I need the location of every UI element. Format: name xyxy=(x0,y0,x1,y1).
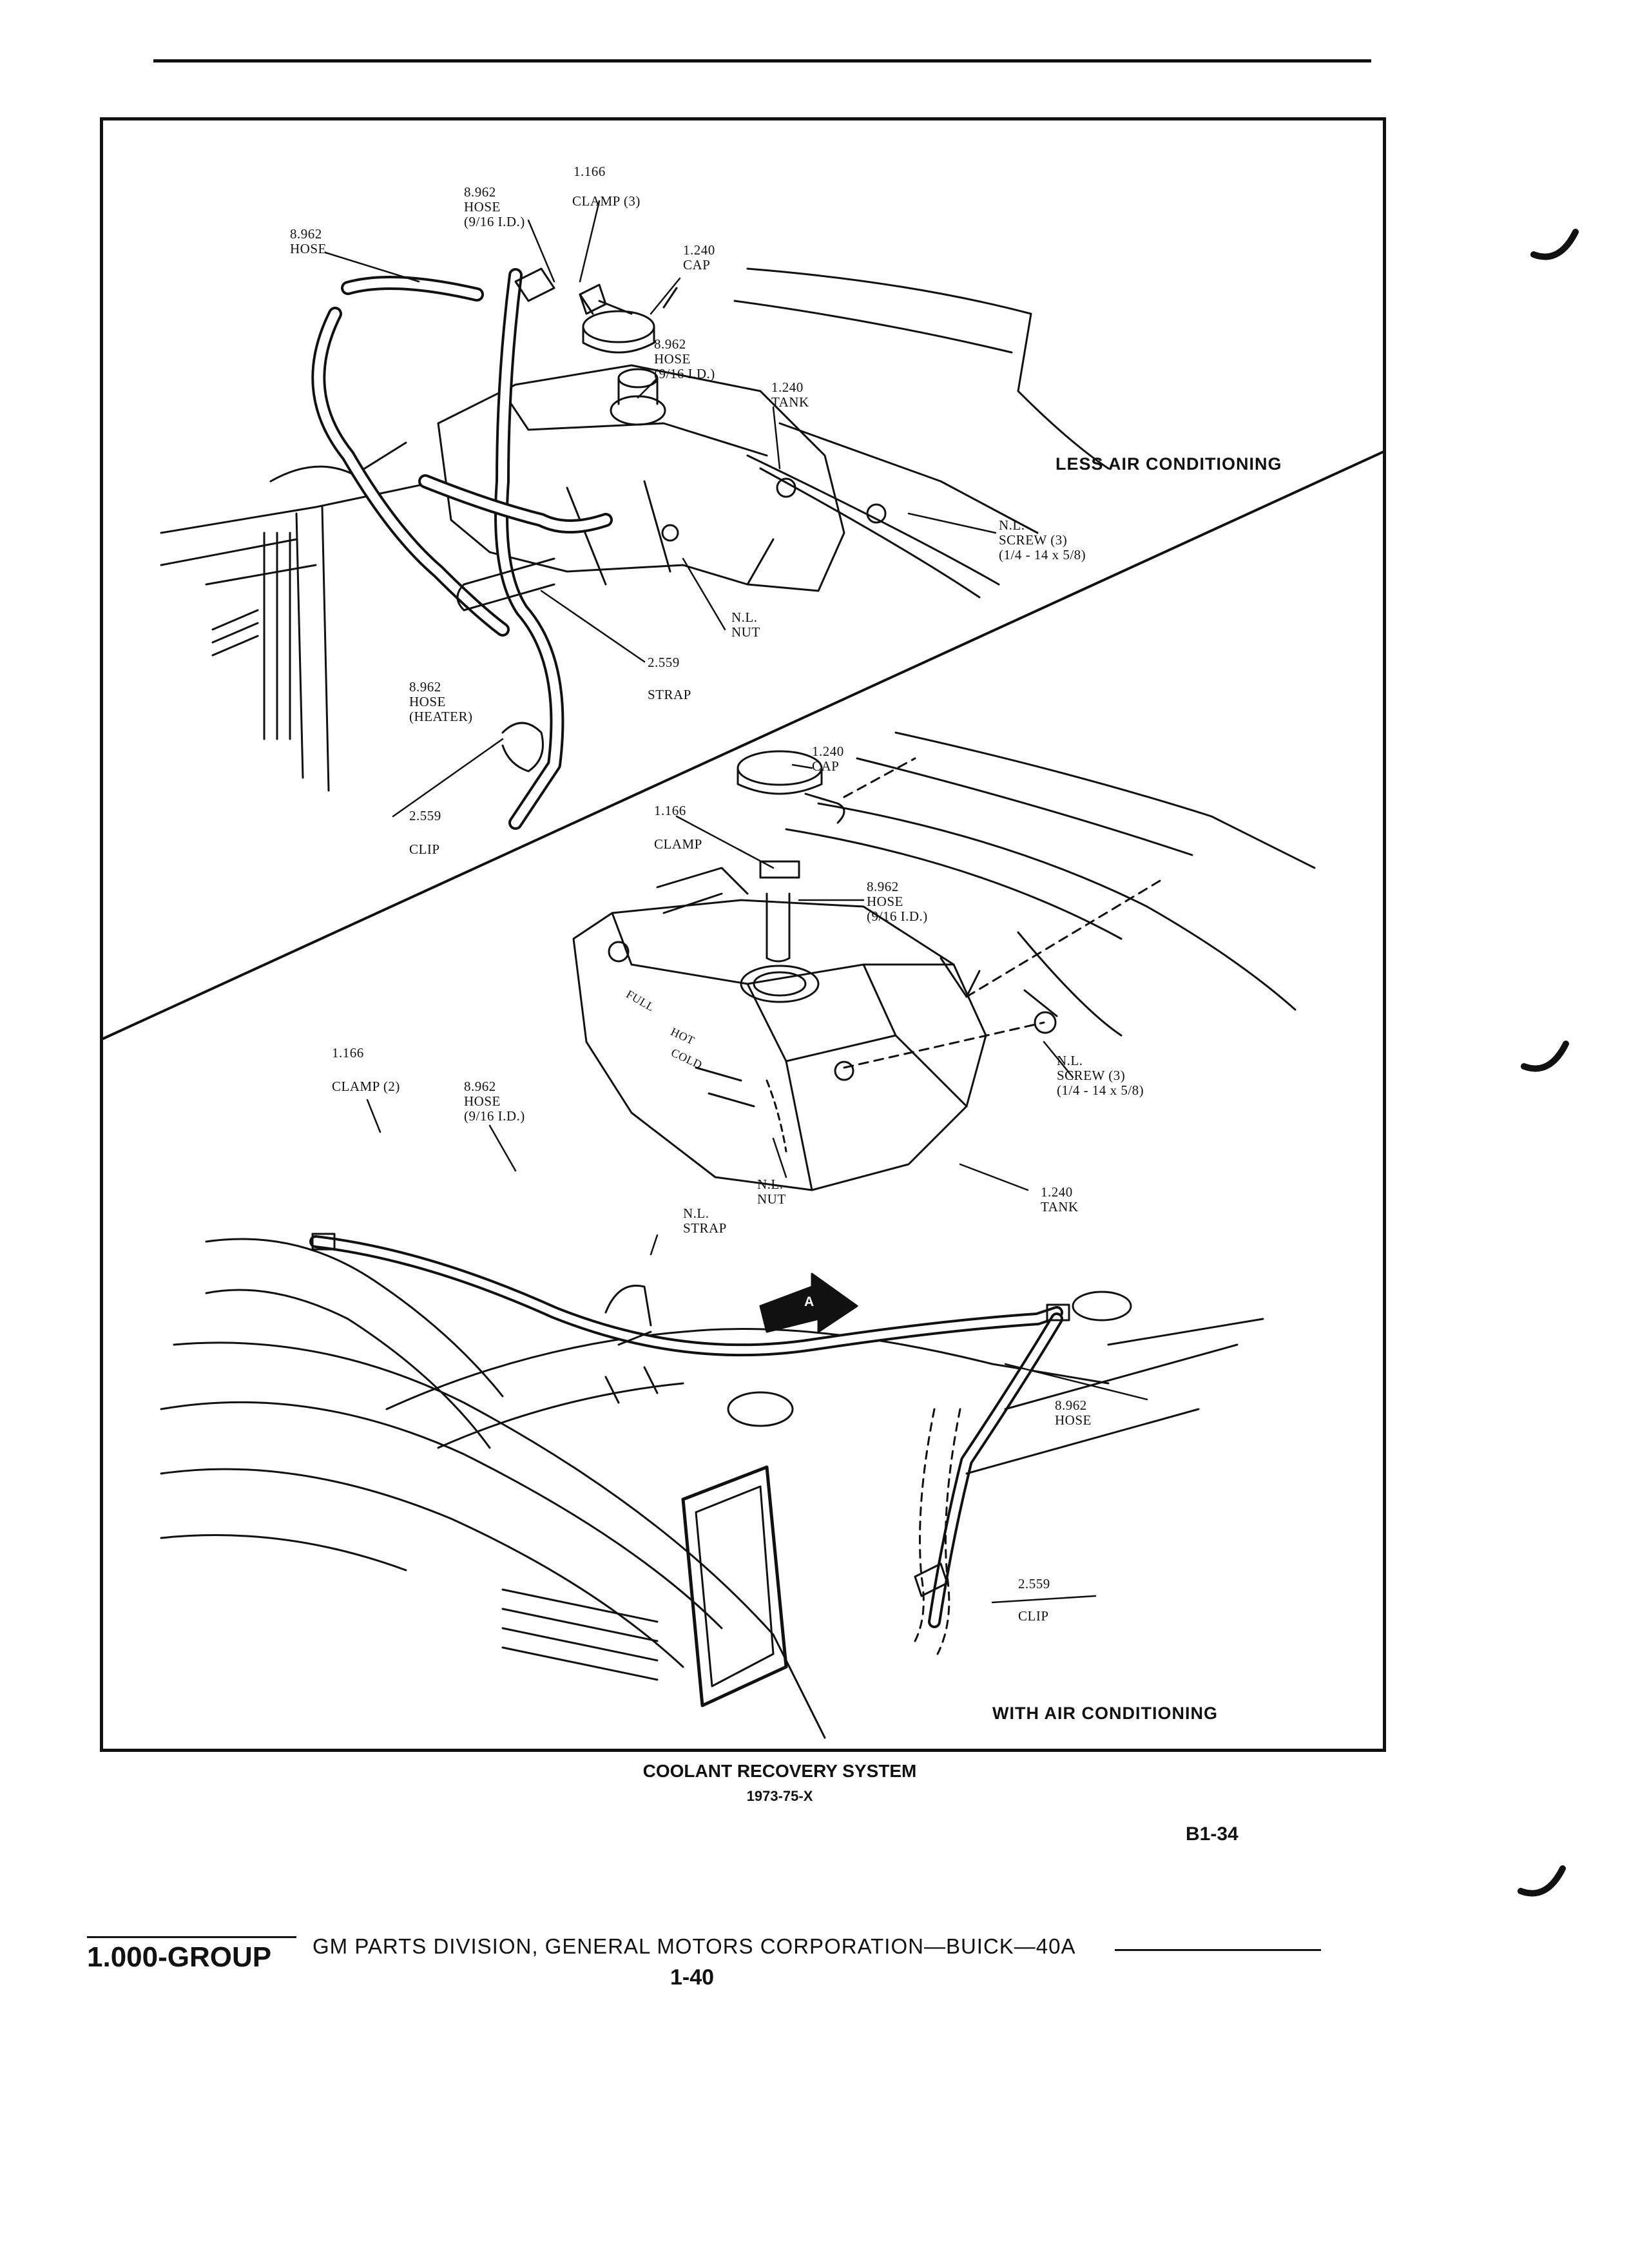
coolant-system-illustration xyxy=(103,200,1383,1739)
label-low-hose: 8.962 HOSE (9/16 I.D.) xyxy=(464,1079,525,1124)
footer-rule-left xyxy=(87,1936,296,1938)
lower-leader-lines xyxy=(366,1099,1148,1604)
middle-leader-lines xyxy=(675,764,1074,1191)
label-low-clamp: CLAMP (2) xyxy=(332,1079,400,1094)
label-screw: N.L. SCREW (3) (1/4 - 14 x 5/8) xyxy=(999,517,1086,562)
label-low-strap: N.L. STRAP xyxy=(683,1206,727,1236)
label-mid-screw: N.L. SCREW (3) (1/4 - 14 x 5/8) xyxy=(1057,1053,1144,1098)
label-hose-top: 8.962 HOSE (9/16 I.D.) xyxy=(464,184,525,229)
binder-mark-bottom xyxy=(1518,1865,1566,1897)
caption-subtitle: 1973-75-X xyxy=(746,1788,813,1804)
label-mid-clamp: CLAMP xyxy=(654,836,702,852)
upper-engine-bay xyxy=(160,267,1110,830)
caption-title: COOLANT RECOVERY SYSTEM xyxy=(642,1761,917,1781)
footer-rule-right xyxy=(1115,1949,1321,1951)
diagram-frame: 8.962 HOSE 8.962 HOSE (9/16 I.D.) 1.166 … xyxy=(100,117,1386,1752)
label-tank: 1.240 TANK xyxy=(771,380,809,410)
label-mid-tank: 1.240 TANK xyxy=(1041,1184,1079,1215)
section-divider xyxy=(103,450,1383,1040)
footer-group: 1.000-GROUP xyxy=(87,1941,272,1973)
middle-tank-detail xyxy=(572,731,1316,1191)
footer-page-number: 1-40 xyxy=(670,1965,715,1990)
figure-code: B1-34 xyxy=(1186,1823,1239,1845)
label-hose-mid: 8.962 HOSE (9/16 I.D.) xyxy=(654,336,715,381)
label-nut: N.L. NUT xyxy=(731,610,760,640)
section-title-less-ac: LESS AIR CONDITIONING xyxy=(1055,454,1282,474)
label-clamp: CLAMP (3) xyxy=(572,193,641,209)
upper-leader-lines xyxy=(324,200,997,818)
label-mid-hose: 8.962 HOSE (9/16 I.D.) xyxy=(867,879,928,924)
label-mid-nut: N.L. NUT xyxy=(757,1177,786,1207)
label-low-clip: CLIP xyxy=(1018,1608,1049,1624)
label-low-clamp-ref: 1.166 xyxy=(332,1045,364,1061)
label-low-hose-right: 8.962 HOSE xyxy=(1055,1398,1092,1428)
label-low-clip-ref: 2.559 xyxy=(1018,1576,1050,1591)
top-rule xyxy=(153,59,1371,62)
label-mid-cap: 1.240 CAP xyxy=(812,744,844,774)
label-strap-ref: 2.559 xyxy=(648,655,680,670)
binder-mark-top xyxy=(1530,229,1579,260)
view-arrow-a-shape xyxy=(759,1273,858,1333)
label-strap: STRAP xyxy=(648,687,691,702)
label-clip-ref: 2.559 xyxy=(409,808,441,823)
footer-publisher: GM PARTS DIVISION, GENERAL MOTORS CORPOR… xyxy=(313,1934,1076,1958)
label-hose-left: 8.962 HOSE xyxy=(290,226,327,256)
section-title-with-ac: WITH AIR CONDITIONING xyxy=(992,1704,1218,1723)
label-cap: 1.240 CAP xyxy=(683,242,715,273)
label-hose-heater: 8.962 HOSE (HEATER) xyxy=(409,679,473,724)
view-arrow-a-label: A xyxy=(804,1294,815,1309)
binder-mark-middle xyxy=(1521,1041,1569,1072)
label-clamp-ref: 1.166 xyxy=(574,164,606,179)
label-mid-clamp-ref: 1.166 xyxy=(654,803,686,818)
lower-engine-bay xyxy=(160,1233,1264,1739)
label-clip: CLIP xyxy=(409,841,440,857)
